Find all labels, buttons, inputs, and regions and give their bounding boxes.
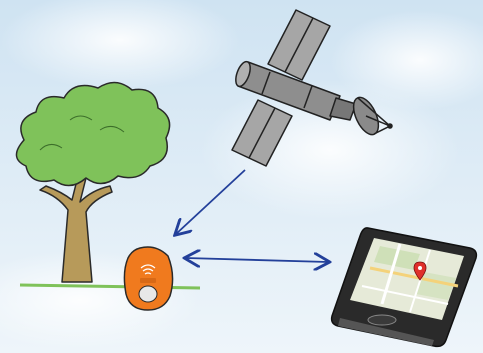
gps-tracker-icon xyxy=(124,247,172,310)
home-button xyxy=(368,315,396,325)
